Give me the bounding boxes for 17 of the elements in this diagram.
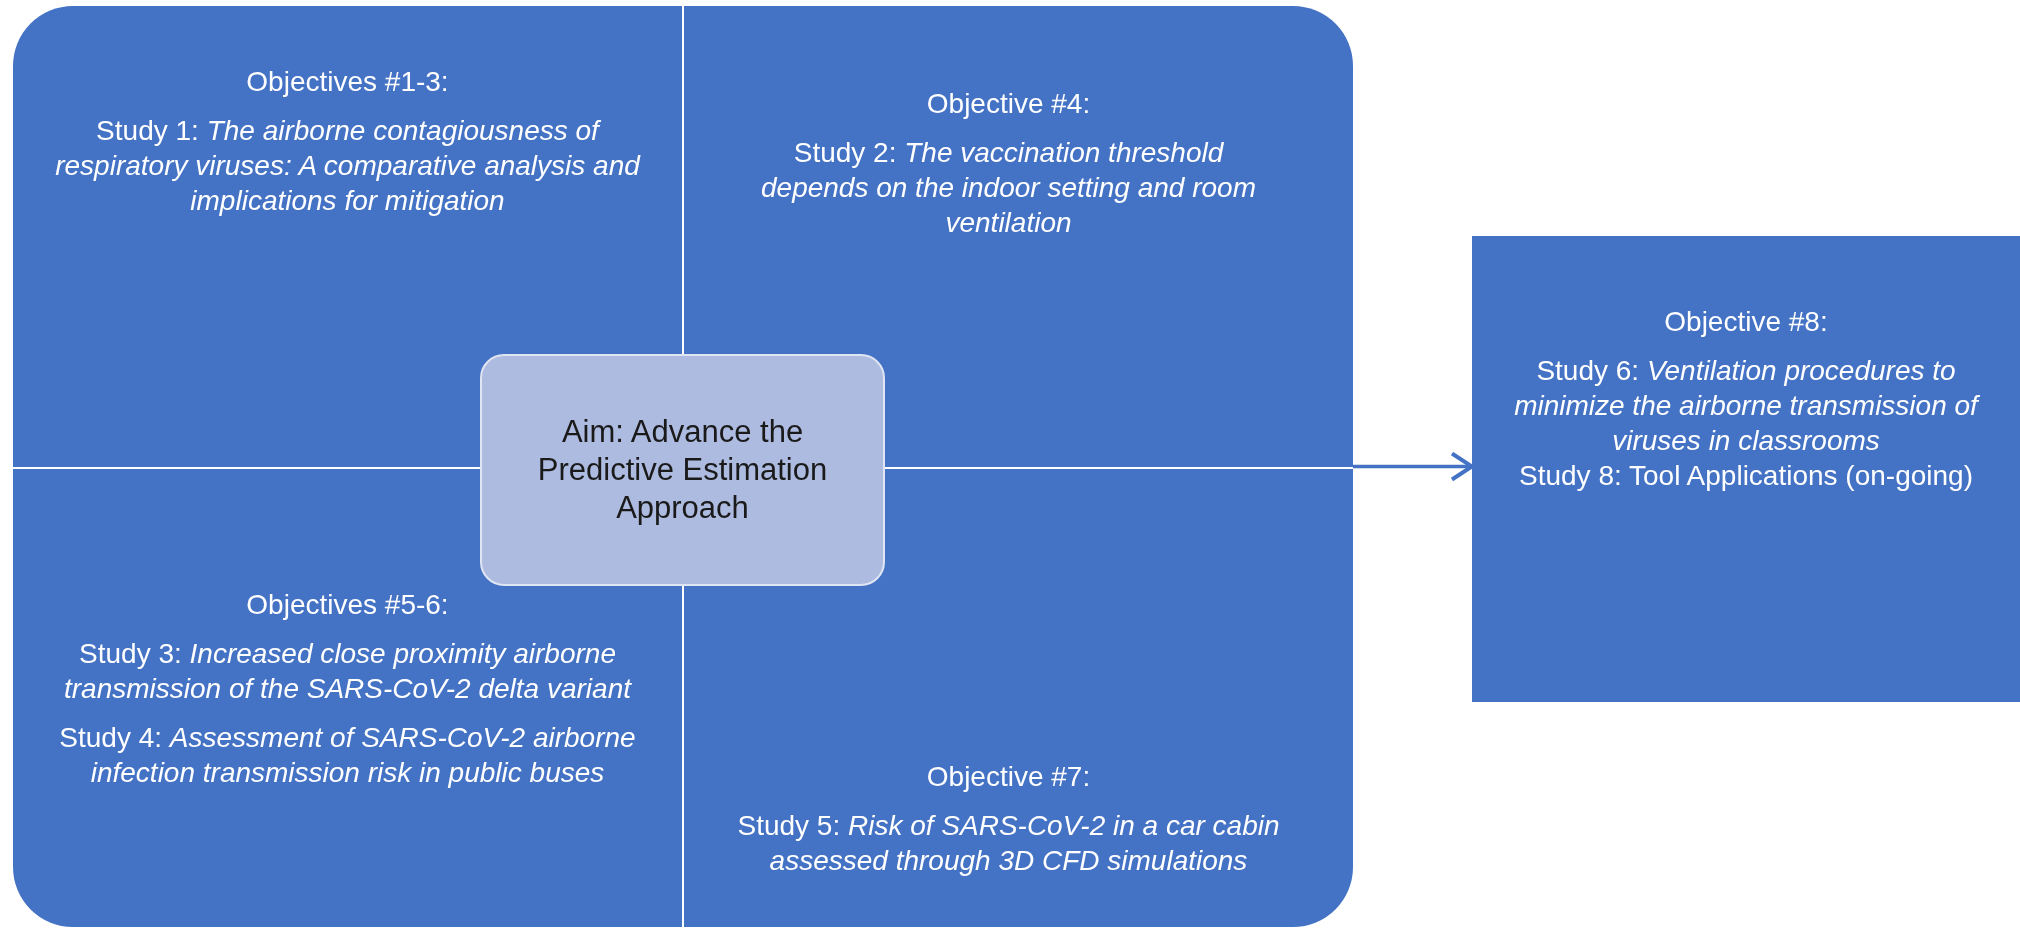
heading: Objectives #1-3:: [245, 65, 450, 99]
study-text: Study 2: The vaccination threshold depends on the indoor setting and room ventilation: [760, 136, 1257, 240]
arrow: [1353, 451, 1474, 482]
study-text: Study 4: Assessment of SARS-CoV-2 airborne infection transmission risk in public buses: [58, 721, 637, 790]
diagram-panel: [13, 6, 1353, 927]
heading: Objective #7:: [925, 760, 1092, 794]
study-text: Study 5: Risk of SARS-CoV-2 in a car cabin assessed through 3D CFD simulations: [736, 809, 1281, 878]
study-text: Study 1: The airborne contagiousness of respiratory viruses: A comparative analysis and implications for mitigation: [54, 114, 642, 218]
heading: Objective #8:: [1663, 305, 1829, 339]
aim-text: Aim: Advance the Predictive Estimation Approach: [536, 413, 829, 527]
objective-box: [1472, 236, 2020, 702]
study-text: Study 6: Ventilation procedures to minimize the airborne transmission of viruses in classrooms: [1513, 354, 1981, 458]
heading: Objectives #5-6:: [245, 588, 450, 622]
study-text: Study 8: Tool Applications (on-going): [1518, 459, 1974, 493]
study-text: Study 3: Increased close proximity airborne transmission of the SARS-CoV-2 delta variant: [63, 637, 633, 706]
aim-box: [480, 354, 885, 586]
heading: Objective #4:: [925, 87, 1092, 121]
